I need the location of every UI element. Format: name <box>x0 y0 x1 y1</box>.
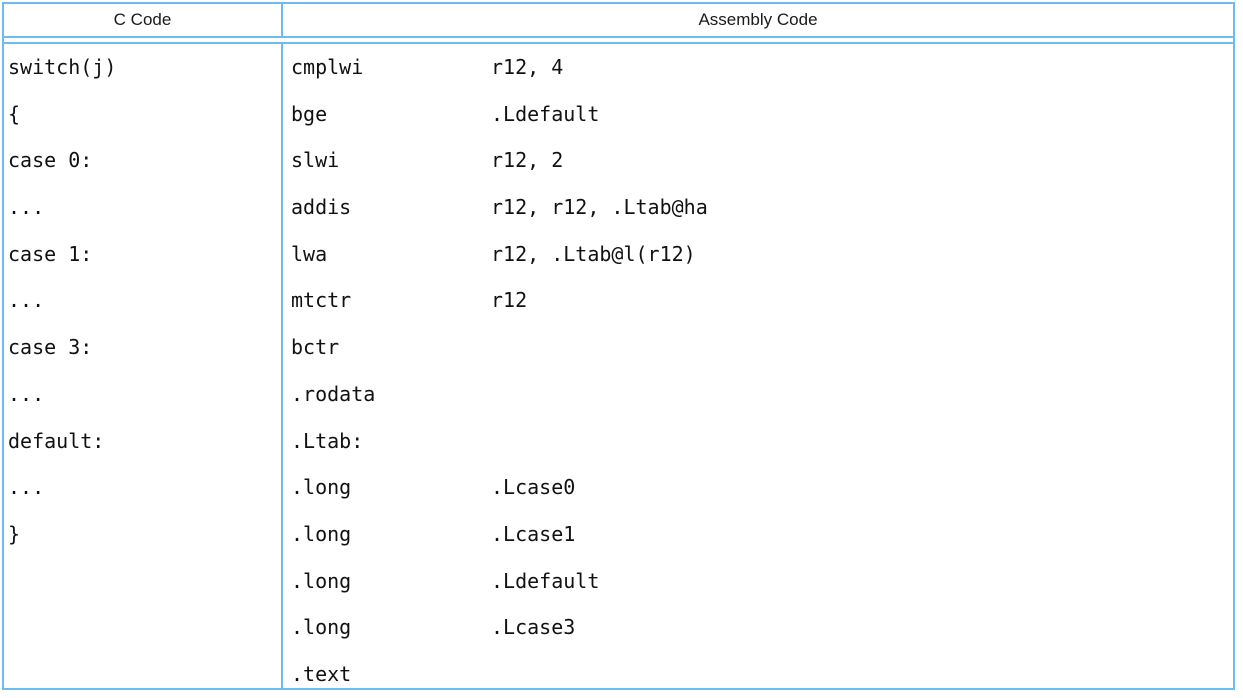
table-row: case 0: slwi r12, 2 <box>0 137 1243 184</box>
assembly-operands-cell: .Ldefault <box>491 568 600 593</box>
table-row: } .long .Lcase1 <box>0 511 1243 558</box>
assembly-mnemonic-cell: mtctr <box>291 288 352 313</box>
table-left-border <box>2 2 4 690</box>
table-row: ... .long .Lcase0 <box>0 464 1243 511</box>
table-body: switch(j) cmplwi r12, 4 { bge .Ldefault case 0… <box>0 44 1243 690</box>
table-row: ... addis r12, r12, .Ltab@ha <box>0 184 1243 231</box>
assembly-mnemonic-cell: .rodata <box>291 381 376 406</box>
assembly-operands-cell: r12, 2 <box>491 148 564 173</box>
table-row: case 3: bctr <box>0 324 1243 371</box>
c-code-cell: ... <box>8 195 45 220</box>
table-top-border <box>2 2 1235 4</box>
assembly-operands-cell: r12, .Ltab@l(r12) <box>491 241 696 266</box>
assembly-operands-cell: r12 <box>491 288 528 313</box>
c-code-cell: ... <box>8 288 45 313</box>
c-code-cell: { <box>8 101 21 126</box>
column-header-assembly-code: Assembly Code <box>698 10 818 29</box>
assembly-mnemonic-cell: .long <box>291 521 352 546</box>
c-code-cell: ... <box>8 475 45 500</box>
header-separator-line-lower <box>2 42 1235 44</box>
c-code-cell: default: <box>8 428 105 453</box>
assembly-operands-cell: .Lcase0 <box>491 475 576 500</box>
assembly-operands-cell: r12, 4 <box>491 55 564 79</box>
assembly-mnemonic-cell: addis <box>291 195 352 220</box>
c-code-cell: } <box>8 521 21 546</box>
assembly-mnemonic-cell: .text <box>291 661 352 686</box>
table-row: switch(j) cmplwi r12, 4 <box>0 44 1243 91</box>
table-row: { bge .Ldefault <box>0 91 1243 138</box>
table-row: default: .Ltab: <box>0 418 1243 465</box>
c-code-cell: case 3: <box>8 335 93 360</box>
column-divider-body <box>281 44 283 690</box>
table-bottom-border <box>2 688 1235 690</box>
c-code-cell: case 0: <box>8 148 93 173</box>
table-right-border <box>1233 2 1235 690</box>
column-header-c-code: C Code <box>113 10 172 29</box>
c-code-cell: ... <box>8 381 45 406</box>
table-row: ... mtctr r12 <box>0 277 1243 324</box>
assembly-mnemonic-cell: .long <box>291 475 352 500</box>
assembly-mnemonic-cell: slwi <box>291 148 340 173</box>
table-row: .long .Lcase3 <box>0 604 1243 651</box>
table-row: ... .rodata <box>0 371 1243 418</box>
column-divider-header <box>281 2 283 36</box>
assembly-mnemonic-cell: cmplwi <box>291 55 364 79</box>
assembly-operands-cell: .Lcase1 <box>491 521 576 546</box>
assembly-operands-cell: .Lcase3 <box>491 615 576 640</box>
assembly-mnemonic-cell: bctr <box>291 335 340 360</box>
header-separator-line-upper <box>2 36 1235 38</box>
table-row: case 1: lwa r12, .Ltab@l(r12) <box>0 231 1243 278</box>
c-code-cell: switch(j) <box>8 55 117 79</box>
assembly-operands-cell: r12, r12, .Ltab@ha <box>491 195 708 220</box>
c-code-cell: case 1: <box>8 241 93 266</box>
assembly-mnemonic-cell: .long <box>291 568 352 593</box>
assembly-mnemonic-cell: bge <box>291 101 328 126</box>
table-row: .long .Ldefault <box>0 558 1243 605</box>
assembly-operands-cell: .Ldefault <box>491 101 600 126</box>
assembly-mnemonic-cell: .long <box>291 615 352 640</box>
table-header-row: C Code Assembly Code <box>4 4 1233 36</box>
assembly-mnemonic-cell: lwa <box>291 241 328 266</box>
assembly-mnemonic-cell: .Ltab: <box>291 428 364 453</box>
table-row: .text <box>0 651 1243 698</box>
